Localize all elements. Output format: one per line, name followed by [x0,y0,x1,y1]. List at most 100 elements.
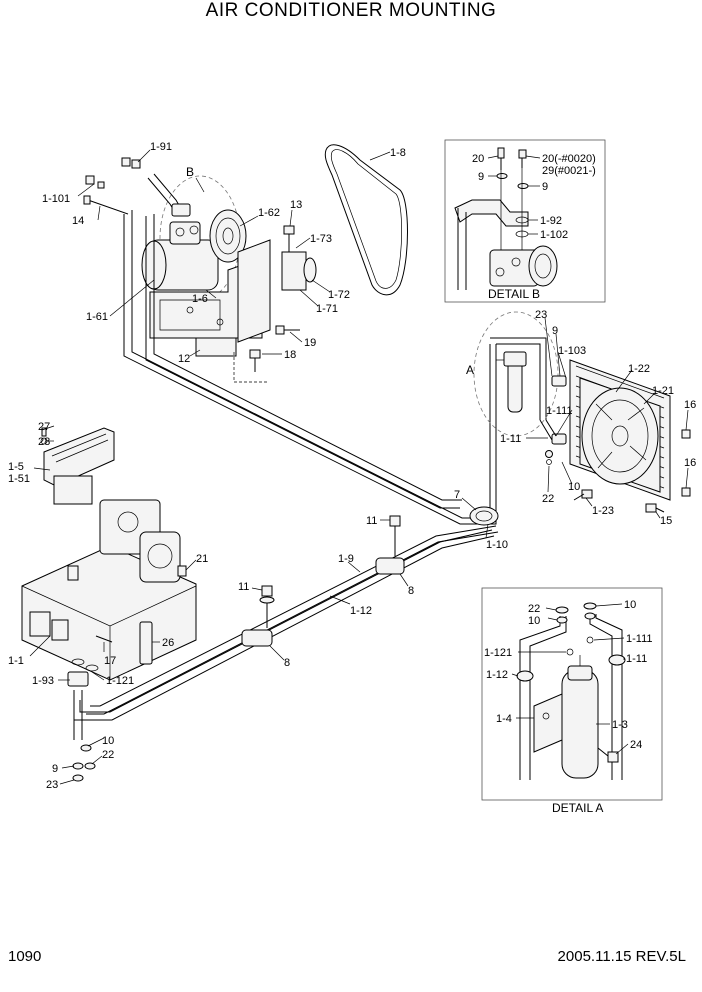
detail-b-inset [444,139,606,303]
washer-9-detail [496,173,508,179]
receiver-drier [561,669,599,779]
pressure-switch [281,251,307,291]
detail-b-frame [444,139,606,303]
drier-bracket [533,693,563,753]
label-16-lower: 16 [684,457,696,469]
bolt-11-lower [261,585,273,597]
label-11-upper: 11 [366,515,377,527]
bolt-14 [87,199,129,215]
control-panel [40,427,115,505]
clutch-pulley [209,209,247,263]
label-1-73: 1-73 [310,233,332,245]
label-1-5: 1-5 [8,461,24,473]
label-20-serial: 20(-#0020) [542,153,596,165]
bolt-11-upper [389,515,401,527]
label-9-detail-b-right: 9 [542,181,548,193]
bolt-20-detail [497,147,505,159]
label-1-111-upper: 1-111 [546,405,573,417]
condenser-assembly [539,359,691,513]
label-1-22: 1-22 [628,363,650,375]
label-1-71: 1-71 [316,303,338,315]
label-1-121-detail-a: 1-121 [484,647,512,659]
label-1-121-main: 1-121 [106,675,134,687]
label-1-101: 1-101 [42,193,70,205]
label-1-93: 1-93 [32,675,54,687]
callout-a-letter: A [466,363,474,377]
part-number-labels: 1-91 1-101 14 1-62 13 1-73 1-72 1-71 1-6… [8,141,696,815]
label-1-72: 1-72 [328,289,350,301]
label-1-1: 1-1 [8,655,24,667]
label-24: 24 [630,739,642,751]
hvac-unit [21,499,197,782]
label-1-21: 1-21 [652,385,674,397]
label-1-102: 1-102 [540,229,568,241]
label-9-detail-b-left: 9 [478,171,484,183]
label-1-6: 1-6 [192,293,208,305]
label-23-upper: 23 [535,309,547,321]
label-1-11-upper: 1-11 [500,433,521,445]
label-19: 19 [304,337,316,349]
label-1-4: 1-4 [496,713,512,725]
bolt-18 [249,349,261,359]
label-21: 21 [196,553,208,565]
label-17: 17 [104,655,116,667]
label-7: 7 [454,489,460,501]
label-18: 18 [284,349,296,361]
label-1-12-main: 1-12 [350,605,372,617]
compressor-assembly [83,157,317,383]
label-27: 27 [38,421,50,433]
label-22-lower: 22 [102,749,114,761]
detail-a-callout-circle [473,311,559,437]
label-29-serial: 29(#0021-) [542,165,596,177]
label-1-3: 1-3 [612,719,628,731]
detail-b-caption: DETAIL B [488,287,540,301]
label-1-91: 1-91 [150,141,172,153]
label-1-103: 1-103 [558,345,586,357]
pipe-26 [139,621,153,665]
label-8-lower: 8 [284,657,290,669]
label-9-lower: 9 [52,763,58,775]
label-12: 12 [178,353,190,365]
label-22-upper: 22 [542,493,554,505]
label-10-lower: 10 [102,735,114,747]
detail-a-caption: DETAIL A [552,801,603,815]
detail-a-frame [481,587,663,801]
label-11-lower: 11 [238,581,249,593]
label-1-62: 1-62 [258,207,280,219]
label-1-61: 1-61 [86,311,108,323]
clamp-8-upper [375,557,405,575]
label-15: 15 [660,515,672,527]
label-10-upper: 10 [568,481,580,493]
label-9-upper: 9 [552,325,558,337]
label-22-detail-a: 22 [528,603,540,615]
drive-belt [324,144,408,296]
label-1-92: 1-92 [540,215,562,227]
callout-b-letter: B [186,165,194,179]
clamp-8-lower [241,629,273,647]
label-23-lower: 23 [46,779,58,791]
detail-a-inset [481,587,663,801]
label-1-23: 1-23 [592,505,614,517]
label-1-9: 1-9 [338,553,354,565]
clamp-7 [469,506,499,526]
label-1-51: 1-51 [8,473,30,485]
label-1-11-detail-a: 1-11 [626,653,647,665]
control-panel-body [43,427,115,487]
hose-fitting-1-92 [454,199,529,227]
page-title: AIR CONDITIONER MOUNTING [205,0,497,21]
page-number: 1090 [8,948,42,965]
label-10-detail-a-right: 10 [624,599,636,611]
label-10-detail-a-left: 10 [528,615,540,627]
leader-lines [29,149,689,785]
label-26: 26 [162,637,174,649]
label-8-upper: 8 [408,585,414,597]
label-28: 28 [38,436,50,448]
label-1-12-detail-a: 1-12 [486,669,508,681]
label-20: 20 [472,153,484,165]
label-16-upper: 16 [684,399,696,411]
label-1-10: 1-10 [486,539,508,551]
label-1-8: 1-8 [390,147,406,159]
label-1-111-detail-a: 1-111 [626,633,653,645]
